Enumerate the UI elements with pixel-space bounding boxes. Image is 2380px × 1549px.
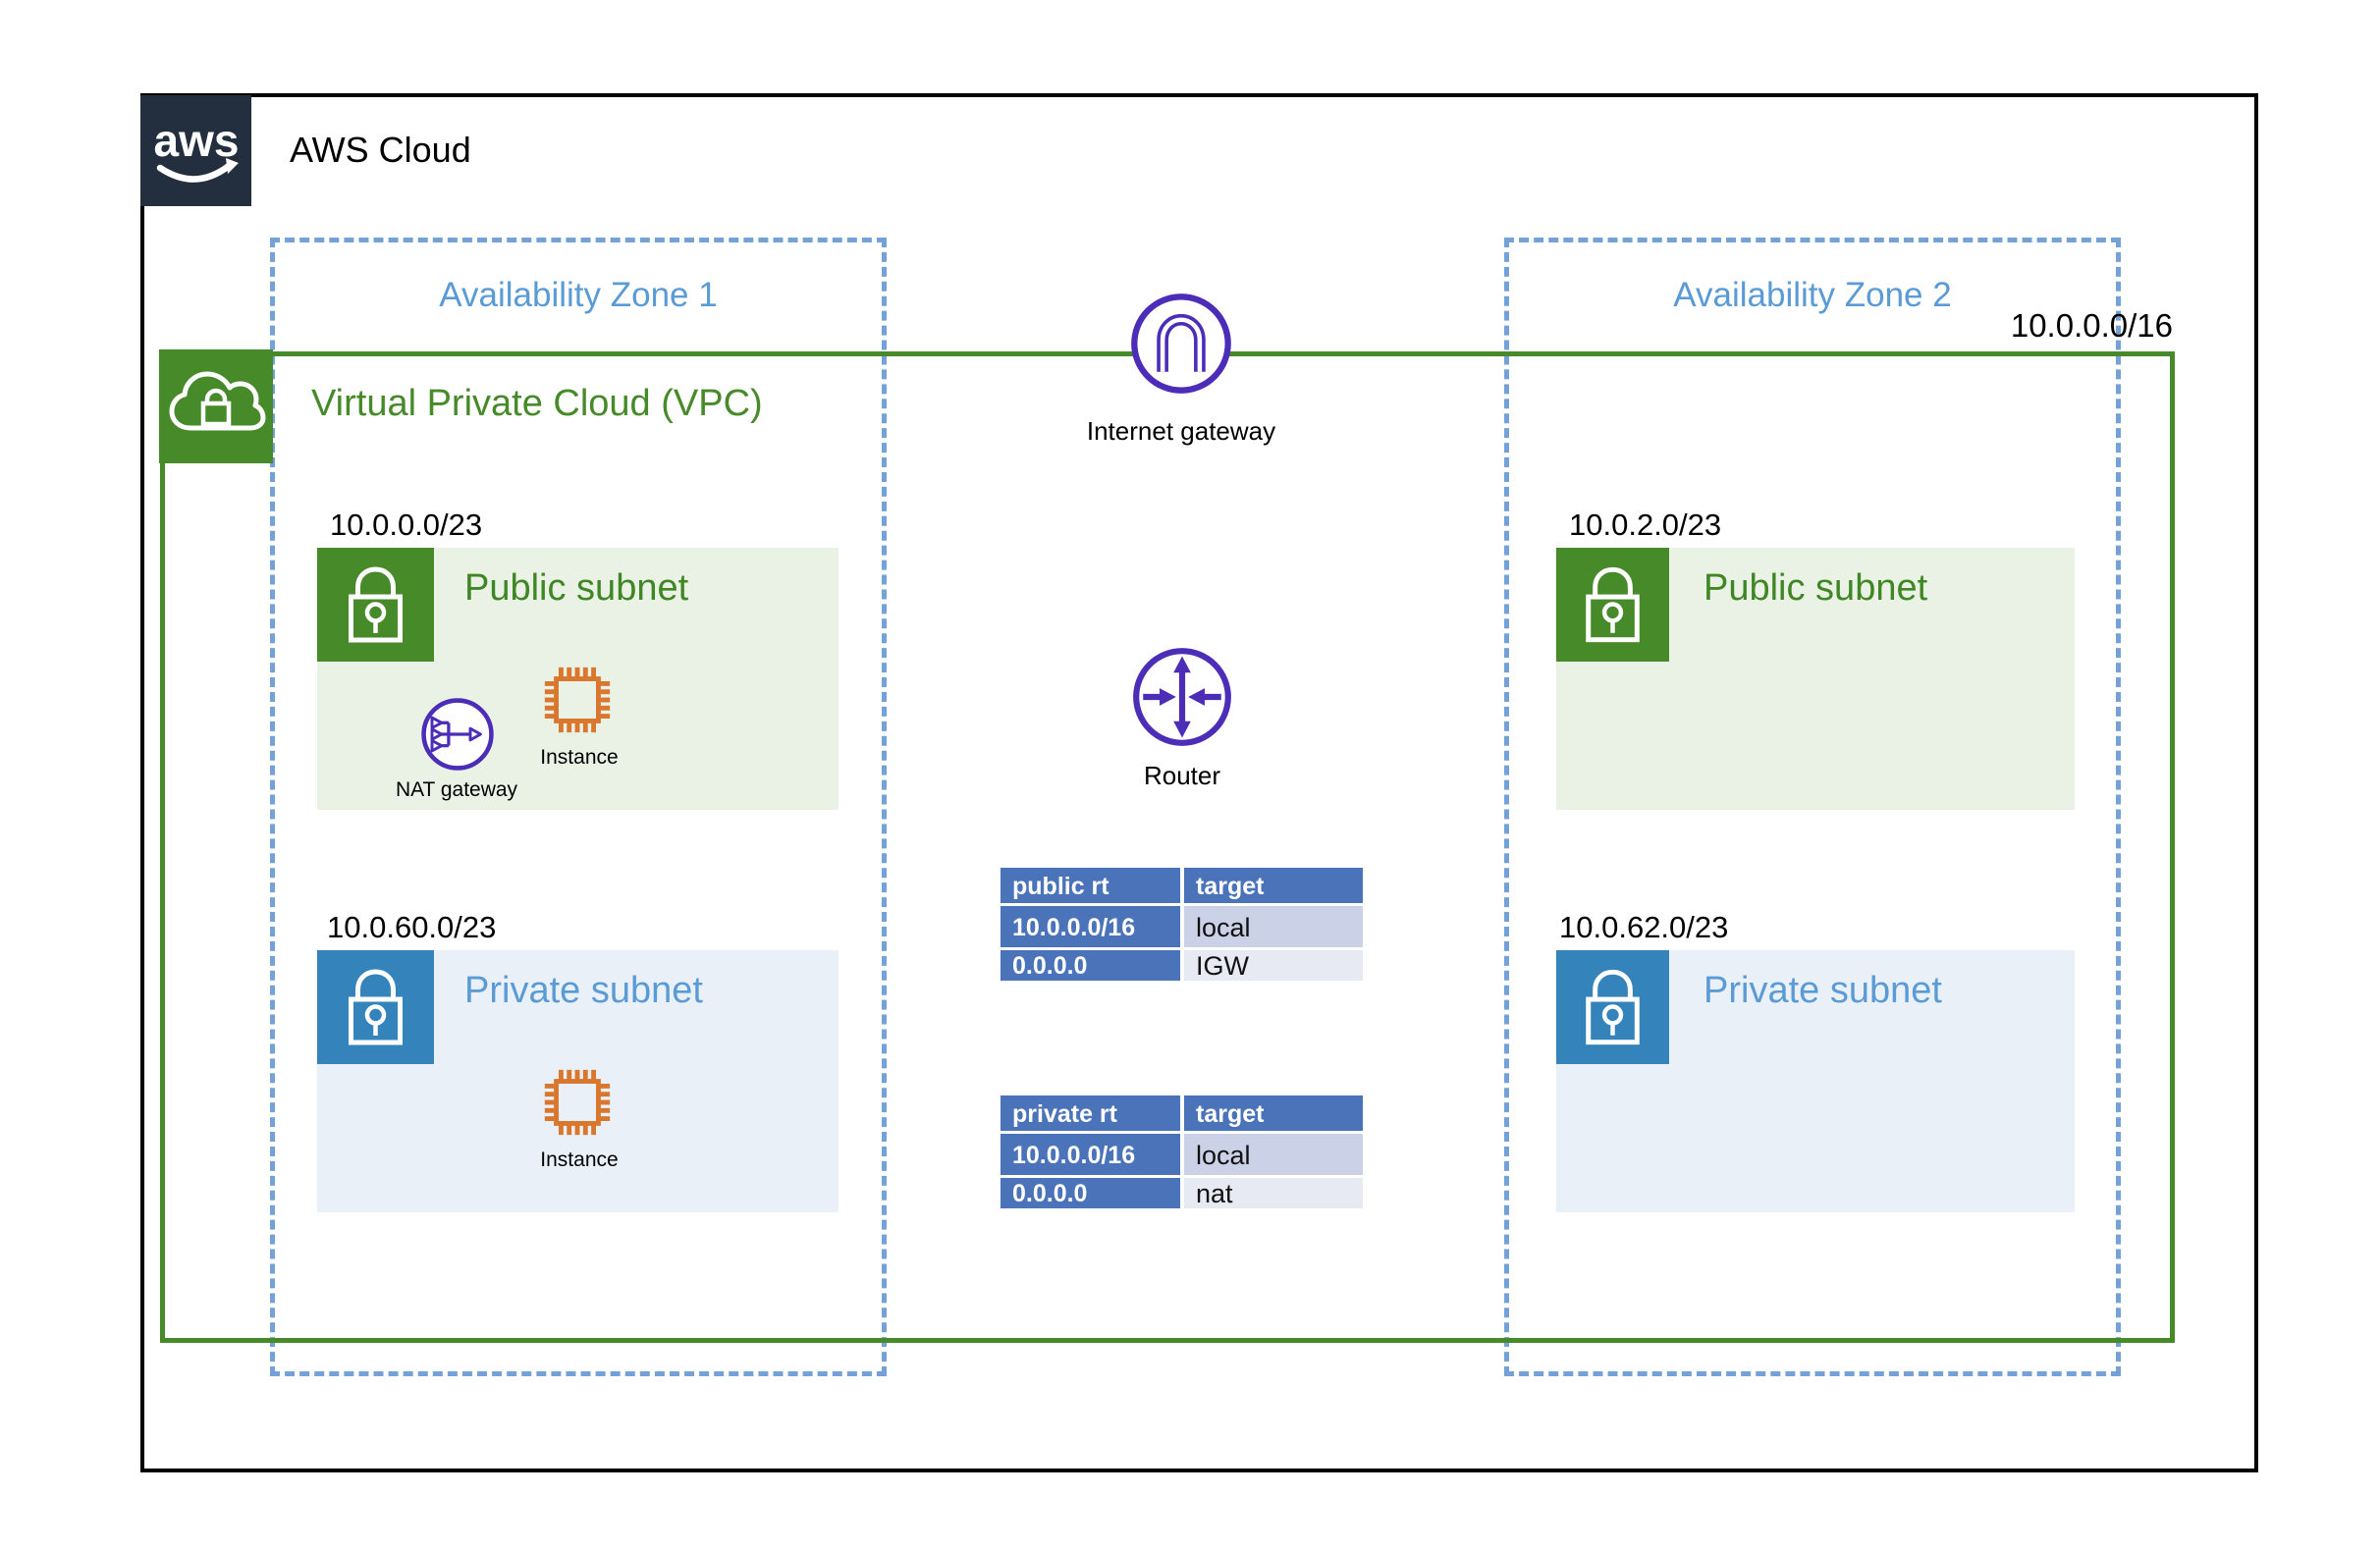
private-rt-row1-destination: 10.0.0.0/16	[1001, 1134, 1180, 1175]
aws-cloud-title: AWS Cloud	[290, 130, 471, 170]
public-subnet-1-lock-icon	[317, 548, 434, 662]
private-rt-row2-target: nat	[1184, 1178, 1363, 1208]
private-rt-row1-target: local	[1184, 1134, 1363, 1175]
public-subnet-1-cidr: 10.0.0.0/23	[330, 507, 483, 542]
private-subnet-1-lock-icon	[317, 950, 434, 1064]
availability-zone-1-box	[270, 238, 887, 1376]
public-subnet-2-title: Public subnet	[1704, 567, 1928, 609]
router-icon	[1130, 645, 1234, 749]
public-rt-target-header: target	[1184, 868, 1363, 903]
public-subnet-2-lock-icon	[1556, 548, 1669, 662]
availability-zone-2-title: Availability Zone 2	[1673, 276, 1952, 314]
public-rt-row1-destination: 10.0.0.0/16	[1001, 906, 1180, 947]
public-rt-row1-target: local	[1184, 906, 1363, 947]
aws-logo-text: aws	[154, 115, 240, 166]
instance-icon-public-az1	[539, 662, 616, 738]
router-label: Router	[1143, 761, 1221, 790]
private-subnet-1-cidr: 10.0.60.0/23	[327, 910, 497, 944]
private-subnet-2-lock-icon	[1556, 950, 1669, 1064]
private-subnet-1-title: Private subnet	[464, 970, 703, 1011]
public-route-table: public rt target 10.0.0.0/16 local 0.0.0…	[1001, 868, 1366, 981]
vpc-cloud-lock-icon	[169, 371, 266, 431]
private-route-table: private rt target 10.0.0.0/16 local 0.0.…	[1001, 1095, 1366, 1208]
public-rt-row2-target: IGW	[1184, 950, 1363, 981]
nat-gateway-label: NAT gateway	[395, 778, 518, 801]
instance-label-private-az1: Instance	[540, 1148, 619, 1171]
instance-label-public-az1: Instance	[540, 746, 619, 769]
internet-gateway-icon	[1128, 291, 1234, 397]
nat-gateway-icon	[419, 696, 496, 773]
internet-gateway-label: Internet gateway	[1086, 416, 1276, 446]
public-subnet-1-title: Public subnet	[464, 567, 689, 609]
availability-zone-2-box	[1504, 238, 2121, 1376]
vpc-title: Virtual Private Cloud (VPC)	[311, 383, 763, 424]
public-rt-row2-destination: 0.0.0.0	[1001, 950, 1180, 981]
private-subnet-2-title: Private subnet	[1704, 970, 1942, 1011]
private-subnet-2-cidr: 10.0.62.0/23	[1559, 910, 1729, 944]
private-rt-name-header: private rt	[1001, 1095, 1180, 1131]
availability-zone-1-title: Availability Zone 1	[439, 276, 718, 314]
vpc-cidr-label: 10.0.0.0/16	[2010, 307, 2173, 344]
private-rt-target-header: target	[1184, 1095, 1363, 1131]
aws-logo-icon: aws	[154, 115, 240, 183]
vpc-badge	[159, 349, 273, 463]
public-subnet-2-cidr: 10.0.2.0/23	[1569, 507, 1722, 542]
instance-icon-private-az1	[539, 1064, 616, 1141]
public-rt-name-header: public rt	[1001, 868, 1180, 903]
private-rt-row2-destination: 0.0.0.0	[1001, 1178, 1180, 1208]
aws-logo: aws	[140, 95, 251, 206]
